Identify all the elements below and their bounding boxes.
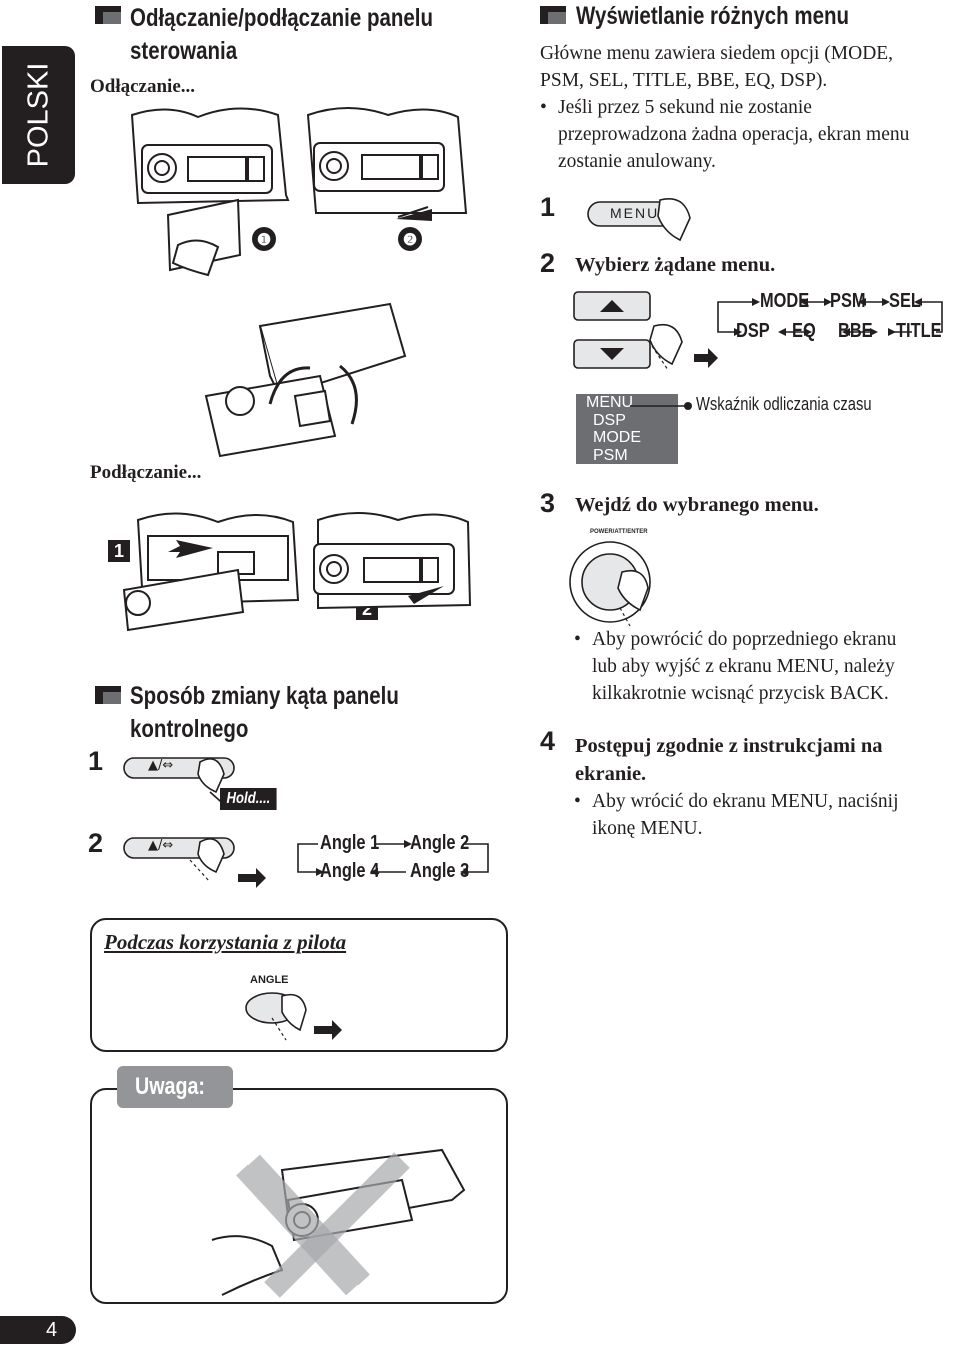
- menu-option-sel: SEL: [889, 290, 921, 312]
- menu-step-3-text: Wejdź do wybranego menu.: [575, 494, 819, 516]
- lcd-line-menu: MENU: [586, 394, 634, 411]
- note-label-badge: Uwaga:: [117, 1066, 233, 1108]
- note-label: Uwaga:: [135, 1073, 205, 1100]
- menu-option-psm: PSM: [830, 290, 866, 312]
- menu-step-4-number: 4: [540, 726, 556, 756]
- angle-step-2-number: 2: [88, 828, 104, 858]
- angle-step-1-number: 1: [88, 746, 104, 776]
- menu-step-3-number: 3: [540, 488, 556, 518]
- menu-option-dsp: DSP: [736, 320, 770, 342]
- lcd-line-mode: MODE: [593, 429, 641, 446]
- menu-option-bbe: BBE: [838, 320, 873, 342]
- menu-option-title: TITLE: [896, 320, 942, 342]
- enter-knob-illustration: [569, 541, 651, 627]
- menu-intro: Główne menu zawiera siedem opcji (MODE, …: [540, 43, 894, 91]
- countdown-indicator-label: Wskaźnik odliczania czasu: [696, 394, 872, 414]
- section-marker-icon: [95, 686, 121, 704]
- knob-label: POWER/ATT/ENTER: [590, 529, 648, 535]
- detach-section-title: Odłączanie/podłączanie panelu sterowania: [130, 4, 434, 65]
- menu-button-label: MENU: [610, 205, 660, 221]
- lcd-line-psm: PSM: [593, 446, 628, 464]
- page-number: 4: [46, 1319, 58, 1341]
- menu-button-illustration: [587, 198, 691, 242]
- note-box: [90, 1088, 508, 1304]
- detach-step-badge-1: ❶: [257, 232, 271, 249]
- angle-4-label: Angle 4: [320, 860, 380, 882]
- remote-box-heading: Podczas korzystania z pilota: [104, 930, 347, 954]
- menu-option-eq: EQ: [792, 320, 816, 342]
- menu-cycle-arrows: [717, 298, 943, 336]
- eject-angle-button-label: ▲/⇔: [148, 838, 174, 853]
- angle-remote-button-label: ANGLE: [250, 974, 289, 986]
- angle-2-label: Angle 2: [410, 832, 470, 854]
- attach-panel-illustration: [122, 512, 472, 632]
- angle-1-label: Angle 1: [320, 832, 380, 854]
- detach-panel-illustration: ❶ ❷: [130, 107, 468, 277]
- detach-step-badge-2: ❷: [403, 232, 417, 249]
- eject-angle-button-label: ▲/⇔: [148, 758, 174, 773]
- menu-step-2-text: Wybierz żądane menu.: [575, 254, 776, 276]
- menu-lcd-display: MENU DSP MODE PSM: [576, 394, 678, 464]
- menu-step-1-number: 1: [540, 192, 556, 222]
- angle-cycle-arrows: [297, 840, 489, 876]
- attach-step-1-badge: 1: [108, 540, 130, 562]
- page-number-tab: 4: [0, 1316, 76, 1344]
- section-marker-icon: [540, 6, 566, 24]
- angle-section-title: Sposób zmiany kąta panelu kontrolnego: [130, 682, 399, 743]
- language-tab: POLSKI: [2, 46, 75, 184]
- menu-timeout-note: Jeśli przez 5 sekund nie zostanie przepr…: [540, 94, 958, 175]
- countdown-pointer: [630, 402, 692, 410]
- menu-section-title: Wyświetlanie różnych menu: [576, 2, 850, 30]
- up-down-buttons-illustration: [573, 291, 718, 371]
- panel-case-illustration: [204, 302, 407, 458]
- angle-remote-button-illustration: [245, 992, 342, 1041]
- lcd-line-dsp: DSP: [593, 411, 626, 429]
- angle-3-label: Angle 3: [410, 860, 470, 882]
- step4-menu-note: Aby wrócić do ekranu MENU, naciśnij ikon…: [574, 788, 952, 842]
- menu-step-4-text: Postępuj zgodnie z instrukcjami na ekran…: [575, 735, 883, 785]
- detaching-label: Odłączanie...: [90, 76, 196, 97]
- language-label: POLSKI: [22, 62, 54, 168]
- menu-step-2-number: 2: [540, 248, 556, 278]
- hold-label: Hold....: [220, 788, 277, 810]
- attaching-label: Podłączanie...: [90, 462, 202, 483]
- remote-control-box: Podczas korzystania z pilota ANGLE: [90, 918, 508, 1052]
- angle-button-illustration: [123, 757, 266, 888]
- step3-back-note: Aby powrócić do poprzedniego ekranu lub …: [574, 626, 952, 707]
- menu-option-mode: MODE: [760, 290, 810, 312]
- do-not-hold-panel-illustration: [211, 1148, 466, 1298]
- section-marker-icon: [95, 6, 121, 24]
